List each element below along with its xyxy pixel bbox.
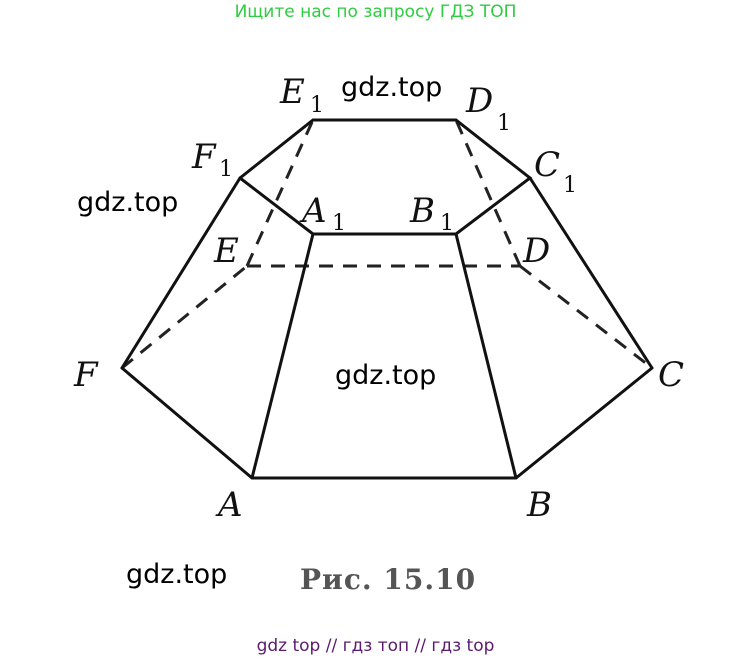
edge-DD1	[454, 119, 522, 267]
watermark: gdz.top	[341, 72, 443, 103]
label-C1: C	[534, 145, 560, 185]
label-D: D	[522, 231, 550, 271]
search-banner: Ищите нас по запросу ГДЗ ТОП	[234, 2, 517, 22]
label-B1: B	[409, 191, 435, 231]
label-F1-sub: 1	[219, 157, 233, 182]
label-D1: D	[465, 81, 493, 121]
visible-edges	[120, 118, 654, 480]
label-A: A	[215, 485, 243, 525]
watermark: gdz.top	[77, 187, 179, 218]
label-F1: F	[191, 137, 217, 177]
edge-FE	[121, 264, 248, 370]
vertex-labels: A B C D E F A 1 B 1 C 1 D 1 E 1 F 1	[73, 72, 684, 525]
label-B: B	[526, 485, 552, 525]
hidden-edges	[121, 119, 653, 370]
edge-CC1	[528, 176, 654, 370]
edge-AA1	[250, 232, 315, 480]
label-D1-sub: 1	[497, 111, 511, 136]
figure-caption: Рис. 15.10	[300, 563, 477, 596]
label-F: F	[73, 355, 99, 395]
top-base	[238, 118, 533, 236]
label-A1: A	[299, 191, 327, 231]
label-C: C	[658, 355, 684, 395]
watermark: gdz.top	[335, 360, 437, 391]
watermark: gdz.top	[126, 559, 228, 590]
label-B1-sub: 1	[440, 211, 454, 236]
label-E1: E	[279, 72, 305, 112]
label-E1-sub: 1	[310, 93, 324, 118]
label-E: E	[213, 231, 239, 271]
edge-BB1	[454, 232, 518, 480]
footer-links: gdz top // гдз топ // гдз top	[256, 636, 495, 656]
label-C1-sub: 1	[563, 173, 577, 198]
edge-DC	[519, 264, 653, 370]
edge-EE1	[245, 119, 315, 267]
edge-FF1	[120, 176, 242, 370]
label-A1-sub: 1	[332, 211, 346, 236]
bottom-base-visible	[120, 366, 654, 480]
